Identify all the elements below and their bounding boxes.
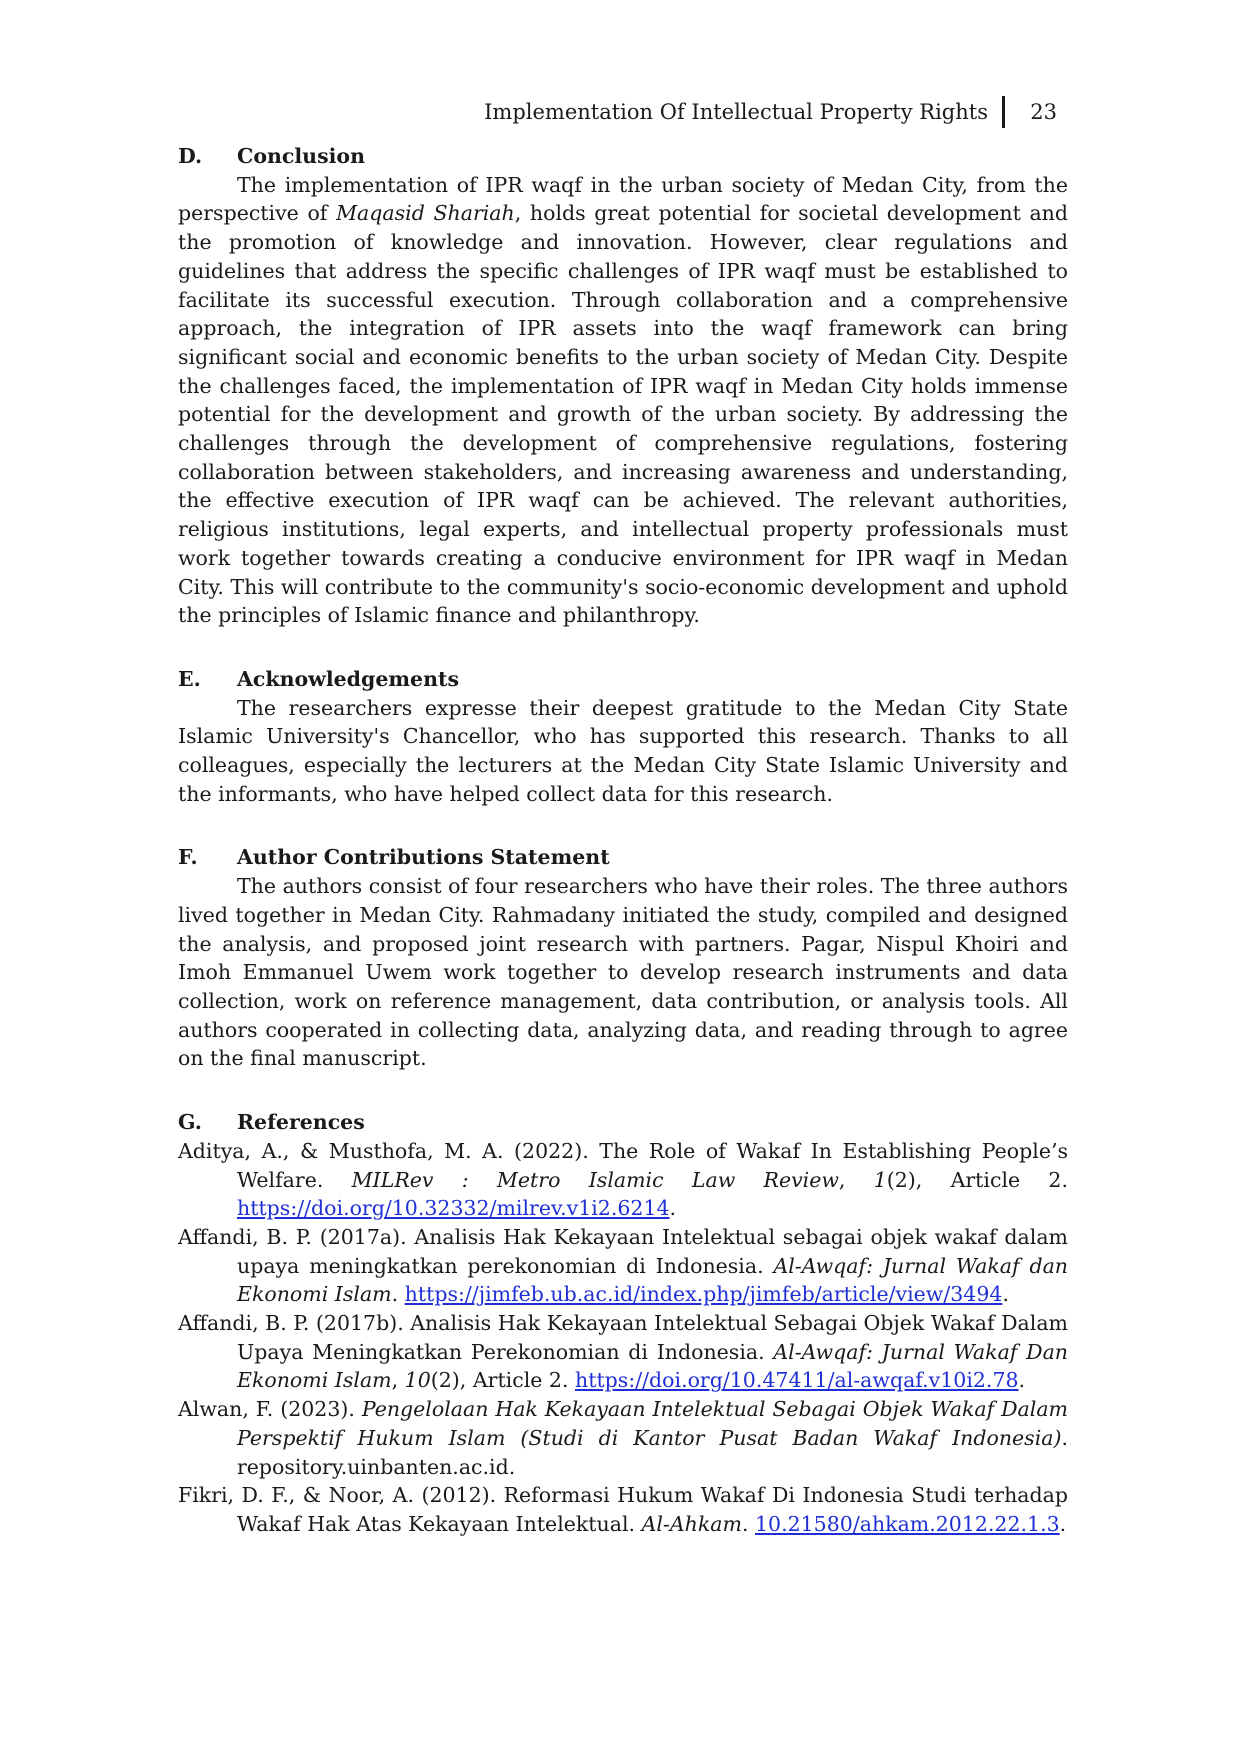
header-divider — [1002, 96, 1005, 128]
section-spacer — [178, 1073, 1068, 1108]
section-letter: E. — [178, 666, 201, 691]
reference-entry: Fikri, D. F., & Noor, A. (2012). Reforma… — [178, 1481, 1068, 1538]
reference-entry: Aditya, A., & Musthofa, M. A. (2022). Th… — [178, 1137, 1068, 1223]
ref-source: . repository.uinbanten.ac.id. — [237, 1425, 1068, 1479]
ref-sep: . — [741, 1511, 755, 1536]
author-contributions-paragraph: The authors consist of four researchers … — [178, 874, 1068, 1071]
section-letter: D. — [178, 144, 203, 168]
ref-end: . — [1002, 1282, 1009, 1307]
ref-journal: MILRev : Metro Islamic Law Review — [351, 1167, 839, 1192]
section-title: Acknowledgements — [237, 666, 460, 691]
ref-journal: Al-Awqaf: Jurnal Wakaf Dan Ekonomi Islam — [237, 1339, 1068, 1393]
conclusion-italic-term: Maqasid Shariah — [336, 201, 515, 226]
ref-doi-link[interactable]: https://doi.org/10.32332/milrev.v1i2.621… — [237, 1196, 670, 1221]
page-number: 23 — [1030, 100, 1057, 124]
ref-volume: 10 — [404, 1368, 431, 1393]
ref-title: Pengelolaan Hak Kekayaan Intelektual Seb… — [237, 1397, 1068, 1450]
conclusion-text-rest: , holds great potential for societal dev… — [178, 201, 1069, 628]
ref-text: Aditya, A., & Musthofa, M. A. (2022). Th… — [178, 1138, 1068, 1192]
running-header: Implementation Of Intellectual Property … — [440, 96, 1060, 134]
ref-journal: Al-Ahkam — [641, 1511, 742, 1536]
ref-end: . — [669, 1196, 677, 1221]
conclusion-paragraph: The implementation of IPR waqf in the ur… — [178, 171, 1068, 630]
reference-entry: Alwan, F. (2023). Pengelolaan Hak Kekaya… — [178, 1395, 1068, 1481]
ref-journal: Al-Awqaf: Jurnal Wakaf dan Ekonomi Islam — [237, 1253, 1068, 1307]
reference-entry: Affandi, B. P. (2017a). Analisis Hak Kek… — [178, 1223, 1068, 1309]
ref-doi-link[interactable]: 10.21580/ahkam.2012.22.1.3 — [755, 1511, 1060, 1536]
section-title: Conclusion — [237, 144, 365, 168]
ref-volume: 1 — [873, 1167, 887, 1192]
section-spacer — [178, 808, 1068, 843]
ref-text: Fikri, D. F., & Noor, A. (2012). Reforma… — [178, 1483, 1068, 1536]
ref-text: Affandi, B. P. (2017b). Analisis Hak Kek… — [178, 1311, 1068, 1364]
section-spacer — [178, 630, 1068, 665]
article-body: D. Conclusion The implementation of IPR … — [178, 142, 1068, 1539]
ref-sep: , — [838, 1167, 874, 1192]
section-letter: F. — [178, 845, 198, 870]
acknowledgements-paragraph: The researchers expresse their deepest g… — [178, 695, 1068, 806]
ref-text: Affandi, B. P. (2017a). Analisis Hak Kek… — [178, 1224, 1068, 1278]
running-title: Implementation Of Intellectual Property … — [484, 100, 988, 124]
section-heading-author-contributions: F. Author Contributions Statement — [178, 843, 1068, 872]
ref-url-link[interactable]: https://jimfeb.ub.ac.id/index.php/jimfeb… — [404, 1282, 1003, 1307]
section-title: Author Contributions Statement — [237, 845, 610, 870]
section-heading-references: G. References — [178, 1108, 1068, 1137]
ref-sep: , — [391, 1368, 405, 1393]
ref-issue: (2), Article 2. — [430, 1368, 575, 1393]
section-title: References — [237, 1110, 365, 1135]
ref-text: Alwan, F. (2023). — [178, 1397, 362, 1422]
reference-list: Aditya, A., & Musthofa, M. A. (2022). Th… — [178, 1137, 1068, 1539]
ref-end: . — [1018, 1368, 1026, 1393]
ref-end: . — [1059, 1511, 1067, 1536]
ref-issue: (2), Article 2. — [886, 1167, 1068, 1192]
reference-entry: Affandi, B. P. (2017b). Analisis Hak Kek… — [178, 1309, 1068, 1395]
section-letter: G. — [178, 1110, 202, 1135]
section-heading-acknowledgements: E. Acknowledgements — [178, 665, 1068, 694]
conclusion-text-start: The implementation of IPR waqf in the ur… — [178, 172, 1068, 226]
section-heading-conclusion: D. Conclusion — [178, 142, 1068, 171]
ref-sep: . — [391, 1282, 405, 1307]
ref-doi-link[interactable]: https://doi.org/10.47411/al-awqaf.v10i2.… — [575, 1368, 1019, 1393]
